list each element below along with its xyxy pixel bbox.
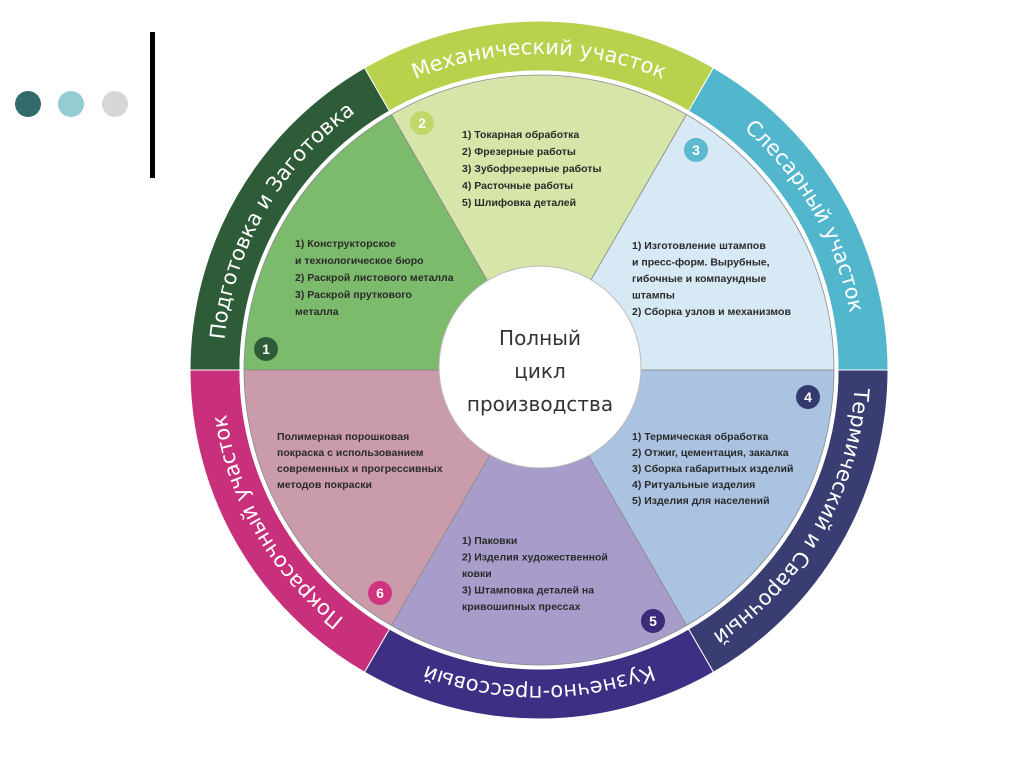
sector-item: 3) Сборка габаритных изделий (632, 463, 793, 475)
decor-dot-2 (58, 91, 84, 117)
sector-item: 3) Штамповка деталей на (462, 585, 594, 597)
sector-item: и технологическое бюро (295, 255, 424, 267)
sector-item: 1) Токарная обработка (462, 129, 579, 141)
sector-item: 2) Отжиг, цементация, закалка (632, 447, 789, 459)
center-line-1: Полный (499, 326, 581, 350)
sector-badge-6 (368, 581, 392, 605)
sector-item: 1) Термическая обработка (632, 431, 768, 443)
sector-item: 3) Раскрой пруткового (295, 289, 412, 301)
sector-2 (390, 74, 688, 371)
sector-item: современных и прогрессивных (277, 463, 443, 475)
badge-number: 1 (262, 341, 270, 357)
sector-badge-3 (684, 138, 708, 162)
sector-badge-4 (796, 385, 820, 409)
sector-item: 4) Расточные работы (462, 180, 573, 192)
badge-number: 4 (804, 389, 812, 405)
center-line-2: цикл (514, 359, 565, 383)
sector-item: гибочные и компаундные (632, 273, 766, 285)
sector-item: 2) Изделия художественной (462, 552, 608, 564)
sector-badge-2 (410, 111, 434, 135)
sector-item: и пресс-форм. Вырубные, (632, 257, 770, 269)
decor-dot-3 (102, 91, 128, 117)
badge-number: 5 (649, 613, 657, 629)
badge-number: 2 (418, 115, 426, 131)
sector-5 (390, 369, 688, 666)
sector-item: 2) Сборка узлов и механизмов (632, 306, 791, 318)
sector-item: кривошипных прессах (462, 601, 581, 613)
sector-badge-1 (254, 337, 278, 361)
sector-item: металла (295, 306, 339, 318)
sector-item: покраска с использованием (277, 447, 424, 459)
sector-item: 1) Конструкторское (295, 238, 396, 250)
sector-item: Полимерная порошковая (277, 431, 409, 443)
divider-line (150, 32, 155, 178)
badge-number: 6 (376, 585, 384, 601)
sector-item: штампы (632, 290, 675, 302)
sector-item: 4) Ритуальные изделия (632, 479, 755, 491)
sector-item: 5) Изделия для населений (632, 495, 770, 507)
sector-item: методов покраски (277, 479, 372, 491)
sector-badge-5 (641, 609, 665, 633)
decor-dot-1 (15, 91, 41, 117)
sector-item: 1) Изготовление штампов (632, 240, 766, 252)
center-line-3: производства (467, 392, 613, 416)
sector-item: ковки (462, 568, 492, 580)
sector-item: 1) Паковки (462, 535, 517, 547)
sector-item: 2) Фрезерные работы (462, 146, 576, 158)
sector-item: 3) Зубофрезерные работы (462, 163, 601, 175)
center-circle (438, 265, 642, 469)
sector-item: 5) Шлифовка деталей (462, 197, 576, 209)
sector-item: 2) Раскрой листового металла (295, 272, 454, 284)
badge-number: 3 (692, 142, 700, 158)
